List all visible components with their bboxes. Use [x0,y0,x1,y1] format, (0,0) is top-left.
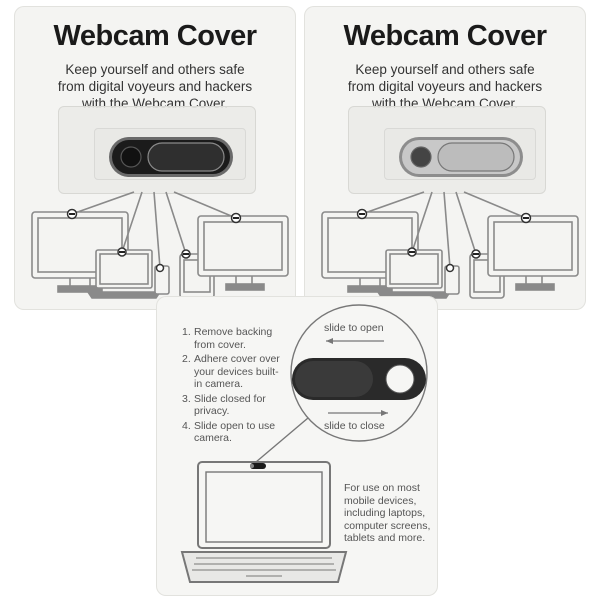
step-item: 3.Slide closed for privacy. [182,392,266,418]
compatibility-note: For use on most mobile devices, includin… [344,482,431,544]
card-title: Webcam Cover [53,20,258,52]
product-card-silver: Webcam Cover Keep yourself and others sa… [304,6,586,310]
slide-to-open-label: slide to open [324,322,384,334]
card-title: Webcam Cover [343,20,548,52]
webcam-cover-black [109,137,233,177]
instruction-card: 1.Remove backing from cover. 2.Adhere co… [156,296,438,596]
step-item: 2.Adhere cover over your devices built-i… [182,353,280,390]
product-card-black: Webcam Cover Keep yourself and others sa… [14,6,296,310]
step-item: 1.Remove backing from cover. [182,326,273,351]
card-tagline: Keep yourself and others safe from digit… [57,62,253,111]
device-line-art [31,191,289,299]
card-tagline: Keep yourself and others safe from digit… [347,62,543,111]
slide-to-close-label: slide to close [324,420,385,432]
instruction-steps: 1.Remove backing from cover. 2.Adhere co… [182,326,286,447]
step-item: 4.Slide open to use camera. [182,419,276,445]
cover-callout-diagram [180,304,428,583]
device-line-art [321,191,579,299]
webcam-cover-silver [399,137,523,177]
